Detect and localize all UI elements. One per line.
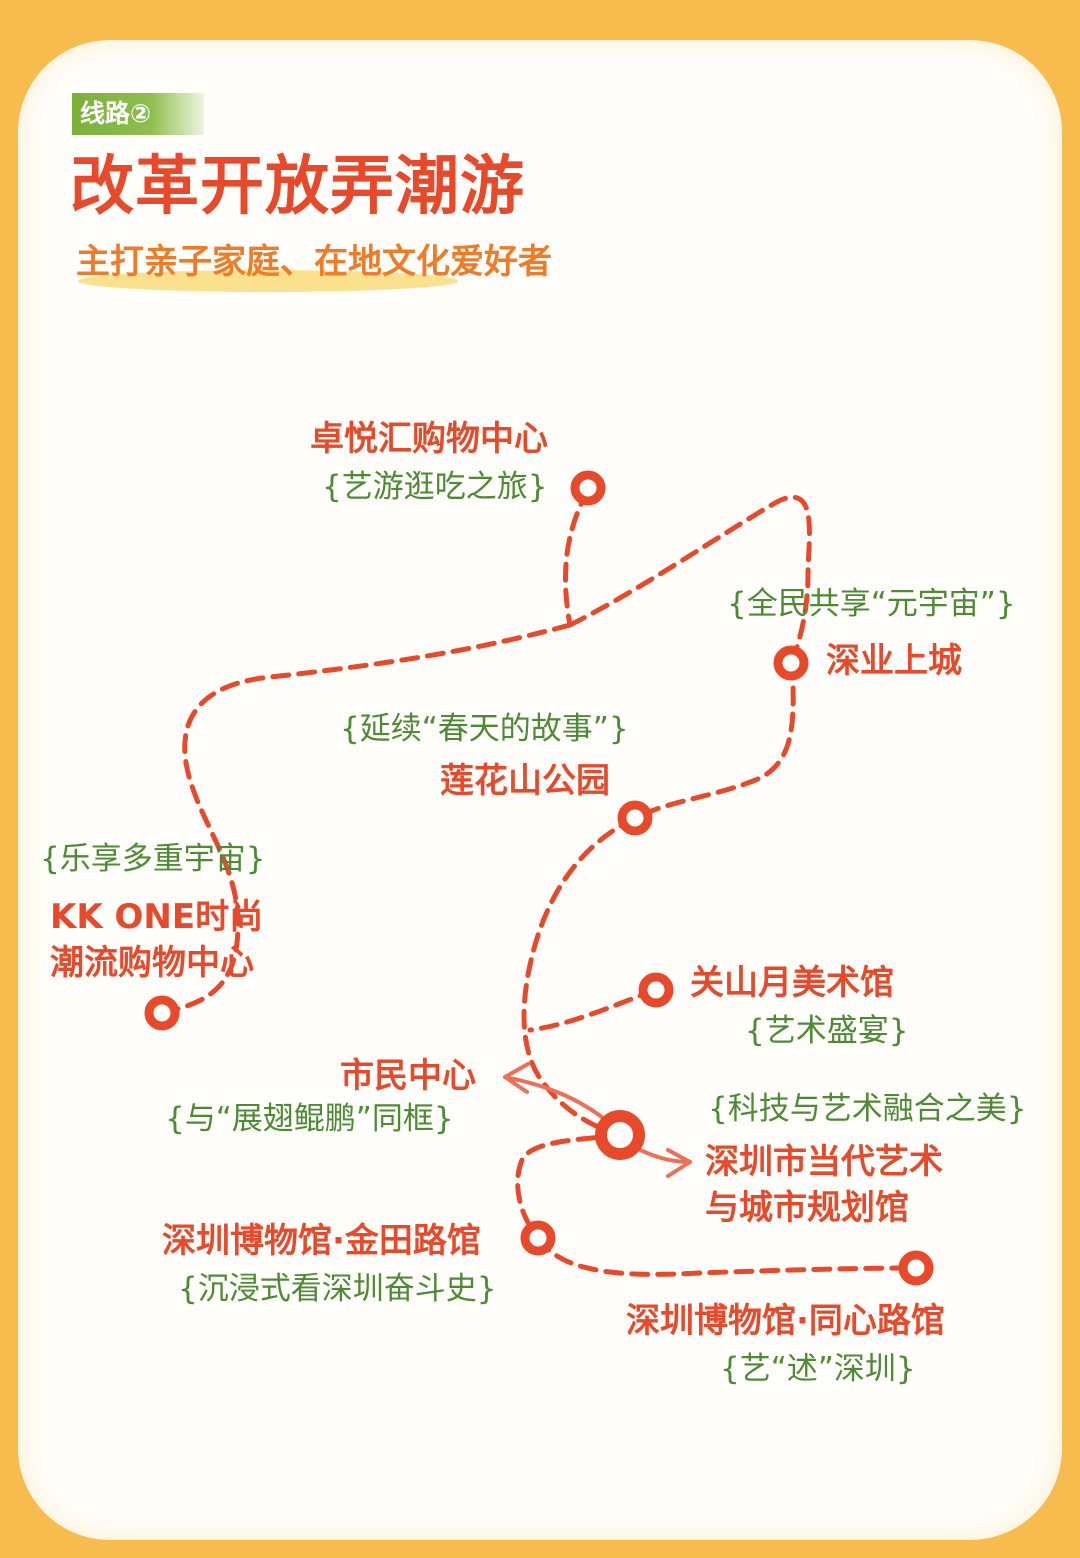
- stop-marker-jintian-museum: [520, 1220, 556, 1256]
- stop-name-contemporary-art: 深圳市当代艺术 与城市规划馆: [705, 1142, 943, 1228]
- stop-tagline-kkone: {乐享多重宇宙}: [40, 841, 266, 877]
- route-line-segment: [535, 1235, 919, 1277]
- arrow-to-civic-center: [503, 1075, 614, 1127]
- stop-marker-guanshanyue: [638, 972, 674, 1008]
- stop-name-zhuoyuehui: 卓悦汇购物中心: [310, 419, 548, 459]
- stop-marker-tongxin-museum: [898, 1250, 934, 1286]
- stop-name-tongxin-museum: 深圳博物馆·同心路馆: [626, 1301, 945, 1341]
- stop-marker-kkone: [144, 995, 180, 1031]
- subtitle: 主打亲子家庭、在地文化爱好者: [76, 242, 552, 282]
- route-line-segment: [521, 815, 638, 1138]
- route-line-segment: [527, 987, 658, 1033]
- stop-tagline-zhuoyuehui: {艺游逛吃之旅}: [322, 469, 548, 505]
- arrowhead-civic-center: [503, 1062, 530, 1094]
- stop-name-shenye-upperhills: 深业上城: [826, 641, 962, 681]
- arrowhead-art-museum: [666, 1148, 692, 1178]
- stop-name-jintian-museum: 深圳博物馆·金田路馆: [162, 1221, 481, 1261]
- stop-marker-lianhuashan: [617, 800, 653, 836]
- stop-name-kkone: KK ONE时尚 潮流购物中心: [50, 897, 264, 983]
- stop-name-guanshanyue: 关山月美术馆: [690, 963, 894, 1003]
- route-number-tag: 线路②: [72, 93, 204, 135]
- stop-marker-zhuoyuehui: [570, 470, 606, 506]
- stop-marker-shenye-upperhills: [773, 645, 809, 681]
- stop-name-lianhuashan: 莲花山公园: [440, 761, 610, 801]
- route-line-segment: [632, 659, 796, 821]
- stop-tagline-tongxin-museum: {艺“述”深圳}: [720, 1351, 916, 1387]
- stop-marker-contemporary-art-hub: [595, 1110, 645, 1160]
- stop-tagline-contemporary-art: {科技与艺术融合之美}: [708, 1091, 1027, 1127]
- route-line-segment: [567, 494, 812, 665]
- route-line-segment: [515, 1132, 623, 1241]
- subtitle-highlight: [78, 270, 458, 292]
- stop-tagline-jintian-museum: {沉浸式看深圳奋斗史}: [178, 1271, 497, 1307]
- stop-tagline-lianhuashan: {延续“春天的故事”}: [340, 711, 629, 747]
- route-line-segment: [563, 487, 591, 628]
- page-title: 改革开放弄潮游: [70, 150, 525, 224]
- route-line-segment: [162, 622, 573, 1015]
- stop-tagline-guanshanyue: {艺术盛宴}: [745, 1013, 909, 1049]
- stop-tagline-shenye-upperhills: {全民共享“元宇宙”}: [727, 586, 1016, 622]
- stop-name-civic-center: 市民中心: [340, 1056, 476, 1096]
- stop-tagline-civic-center: {与“展翅鲲鹏”同框}: [165, 1101, 454, 1137]
